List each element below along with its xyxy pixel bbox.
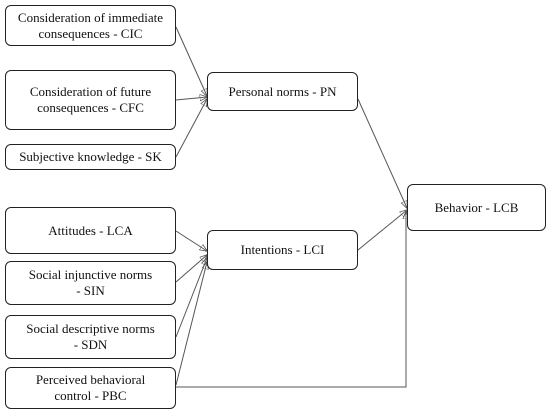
node-social-injunctive-norms: Social injunctive norms - SIN [5, 261, 176, 305]
node-attitudes: Attitudes - LCA [5, 207, 176, 254]
arrow-sdn-to-lci [175, 258, 207, 338]
arrow-cic-to-pn [175, 26, 207, 96]
node-perceived-behavioral-control: Perceived behavioral control - PBC [5, 367, 176, 409]
node-consideration-of-future-consequences: Consideration of future consequences - C… [5, 70, 176, 130]
arrow-pbc-to-lci [175, 262, 207, 386]
arrow-lca-to-lci [175, 230, 207, 251]
node-intentions: Intentions - LCI [207, 230, 358, 270]
node-consideration-of-immediate-consequences: Consideration of immediate consequences … [5, 5, 176, 46]
arrow-cfc-to-pn [175, 97, 207, 100]
node-personal-norms: Personal norms - PN [207, 72, 358, 111]
node-behavior: Behavior - LCB [407, 184, 546, 231]
node-social-descriptive-norms: Social descriptive norms - SDN [5, 315, 176, 359]
arrow-pn-to-lcb [357, 98, 407, 208]
arrow-sk-to-pn [175, 99, 207, 158]
arrow-pbc-to-lcb [176, 212, 406, 388]
arrow-lci-to-lcb [357, 210, 407, 251]
node-subjective-knowledge: Subjective knowledge - SK [5, 144, 176, 170]
